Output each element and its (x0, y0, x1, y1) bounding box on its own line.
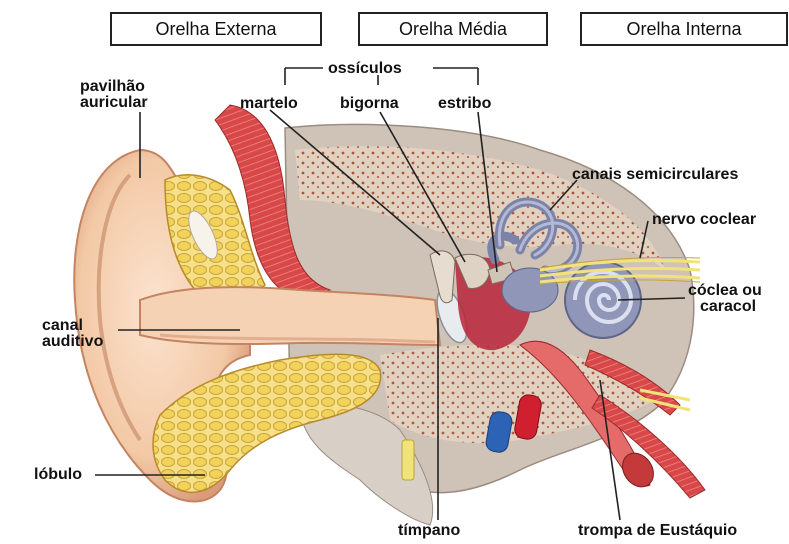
label-pinna-line1: pavilhão (80, 78, 145, 95)
label-ossicles: ossículos (328, 60, 402, 77)
styloid (402, 440, 414, 480)
label-lobule: lóbulo (34, 466, 82, 483)
label-ear-canal-line2: auditivo (42, 333, 103, 350)
label-hammer: martelo (240, 95, 298, 112)
label-eustachian-tube: trompa de Eustáquio (578, 522, 737, 539)
label-semicircular-canals: canais semicirculares (572, 166, 738, 183)
label-stirrup: estribo (438, 95, 491, 112)
label-cochlear-nerve: nervo coclear (652, 211, 756, 228)
label-ear-canal-line1: canal (42, 317, 83, 334)
label-eardrum: tímpano (398, 522, 460, 539)
label-cochlea-line1: cóclea ou (688, 282, 762, 299)
label-cochlea-line2: caracol (700, 298, 756, 315)
label-pinna-line2: auricular (80, 94, 148, 111)
label-anvil: bigorna (340, 95, 399, 112)
